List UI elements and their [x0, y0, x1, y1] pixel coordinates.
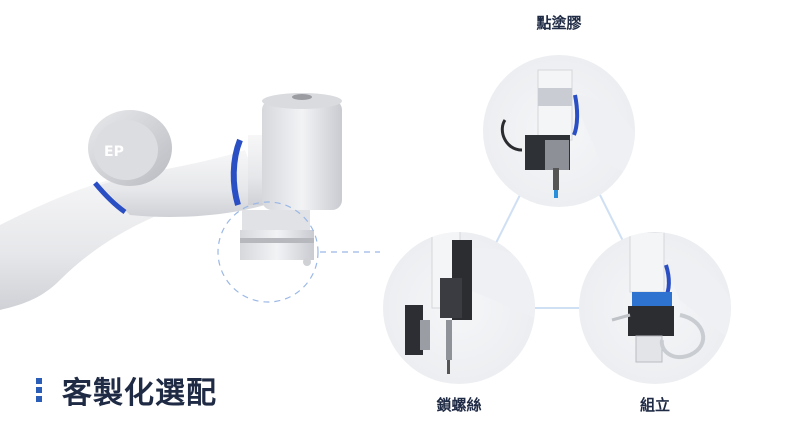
arm-blue-ring-2 — [230, 138, 243, 206]
option-circle-assembly[interactable] — [579, 232, 731, 384]
title-bullet-icon — [36, 376, 44, 404]
tool-flange — [240, 230, 314, 260]
option-label-dispensing: 點塗膠 — [536, 14, 582, 32]
arm-upper-segment — [100, 150, 265, 217]
arm-blue-ring-1 — [93, 181, 127, 215]
option-label-screwing: 鎖螺絲 — [436, 396, 482, 414]
option-circle-dispensing[interactable] — [483, 55, 640, 207]
section-title: 客製化選配 — [36, 368, 217, 412]
flange-highlight-circle — [217, 201, 319, 303]
option-circle-screwing[interactable] — [383, 228, 540, 384]
page-title: 客製化選配 — [62, 376, 217, 411]
option-label-assembly: 組立 — [639, 396, 671, 414]
option-connector-triangle — [494, 194, 626, 309]
robot-arm-image: EP — [0, 93, 342, 310]
wrist-column — [262, 100, 342, 210]
ep-logo-icon: EP — [104, 144, 124, 160]
